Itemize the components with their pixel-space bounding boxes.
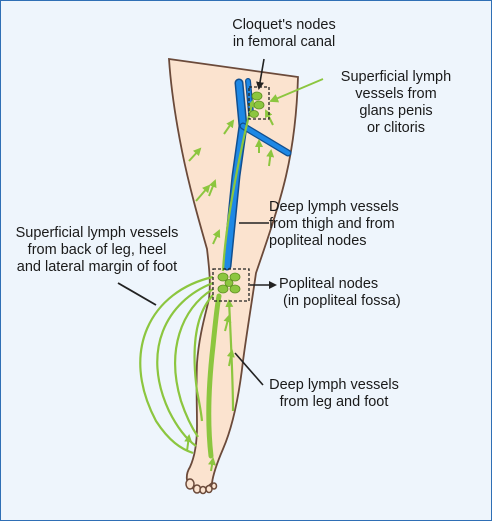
lateral-superficial-vessel xyxy=(206,293,222,459)
label-popliteal-nodes: Popliteal nodes (in popliteal fossa) xyxy=(279,276,401,309)
label-deep-thigh: Deep lymph vessels from thigh and from p… xyxy=(269,199,399,249)
cloquet-leader xyxy=(256,58,265,90)
deep-leg-leader xyxy=(234,352,264,386)
popliteal-nodes xyxy=(217,272,241,294)
femoral-vein xyxy=(222,78,292,271)
popliteal-nodes-box xyxy=(212,268,250,302)
superficial-lymph-arcs xyxy=(139,275,214,455)
cloquet-nodes xyxy=(249,91,265,118)
superficial-back-leader xyxy=(117,282,157,306)
label-deep-leg: Deep lymph vessels from leg and foot xyxy=(269,377,399,410)
label-cloquet-nodes: Cloquet's nodes in femoral canal xyxy=(232,17,336,50)
deep-lymph-vessel-thigh xyxy=(221,99,256,272)
label-superficial-glans: Superficial lymph vessels from glans pen… xyxy=(340,69,452,136)
label-superficial-back: Superficial lymph vessels from back of l… xyxy=(15,225,179,275)
deep-lymph-vessel-leg xyxy=(225,299,235,412)
toes xyxy=(185,478,218,495)
glans-leader xyxy=(269,78,324,103)
